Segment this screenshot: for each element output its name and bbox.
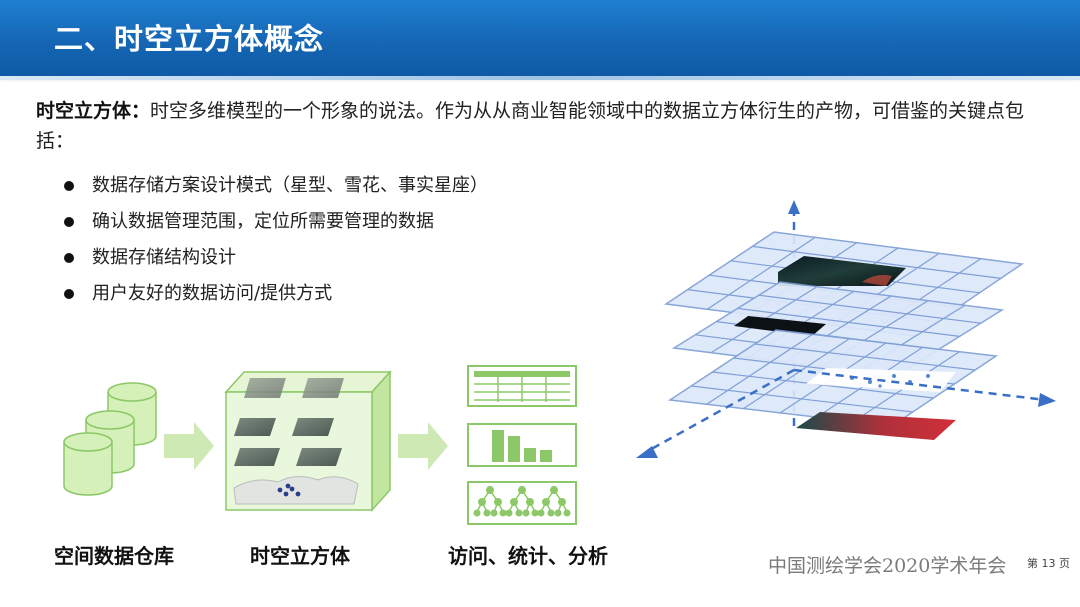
caption-spacetime-cube: 时空立方体 [250,544,350,568]
list-item-text: 用户友好的数据访问/提供方式 [92,283,333,304]
list-item: 数据存储结构设计 [62,244,488,280]
x-axis [793,368,1047,402]
list-item-text: 数据存储方案设计模式（星型、雪花、事实星座） [92,175,488,196]
intro-term: 时空立方体： [36,100,151,122]
cube-icon [224,370,392,512]
y-axis [645,368,795,454]
header-divider [0,76,1080,80]
bullet-icon [64,181,74,191]
footer-organization: 中国测绘学会2020学术年会 [768,555,1007,577]
intro-text: 时空多维模型的一个形象的说法。作为从从商业智能领域中的数据立方体衍生的产物，可借… [36,100,1025,152]
caption-spatial-warehouse: 空间数据仓库 [54,544,174,568]
list-item: 用户友好的数据访问/提供方式 [62,280,488,316]
bullet-icon [64,289,74,299]
page-number: 第 13 页 [1027,557,1070,570]
bullet-icon [64,217,74,227]
list-item: 数据存储方案设计模式（星型、雪花、事实星座） [62,172,488,208]
key-points-list: 数据存储方案设计模式（星型、雪花、事实星座） 确认数据管理范围，定位所需要管理的… [62,172,488,316]
bullet-icon [64,253,74,263]
list-item-text: 确认数据管理范围，定位所需要管理的数据 [92,211,434,232]
arrow-up-icon [788,200,800,214]
page-title: 二、时空立方体概念 [54,22,325,56]
workflow-diagram [63,365,577,525]
arrow-right-icon [1038,393,1056,407]
tree-icon [467,481,577,525]
table-icon [467,365,577,407]
list-item-text: 数据存储结构设计 [92,247,236,268]
flow-arrow [164,422,214,470]
database-icon [63,382,157,496]
intro-paragraph: 时空立方体：时空多维模型的一个形象的说法。作为从从商业智能领域中的数据立方体衍生… [36,96,1046,156]
arrow-left-icon [636,446,658,458]
spacetime-layers-diagram [636,200,1056,458]
bar-chart-icon [467,423,577,467]
header-bar [0,0,1080,76]
flow-arrow [398,422,448,470]
caption-access-analysis: 访问、统计、分析 [448,544,608,568]
list-item: 确认数据管理范围，定位所需要管理的数据 [62,208,488,244]
